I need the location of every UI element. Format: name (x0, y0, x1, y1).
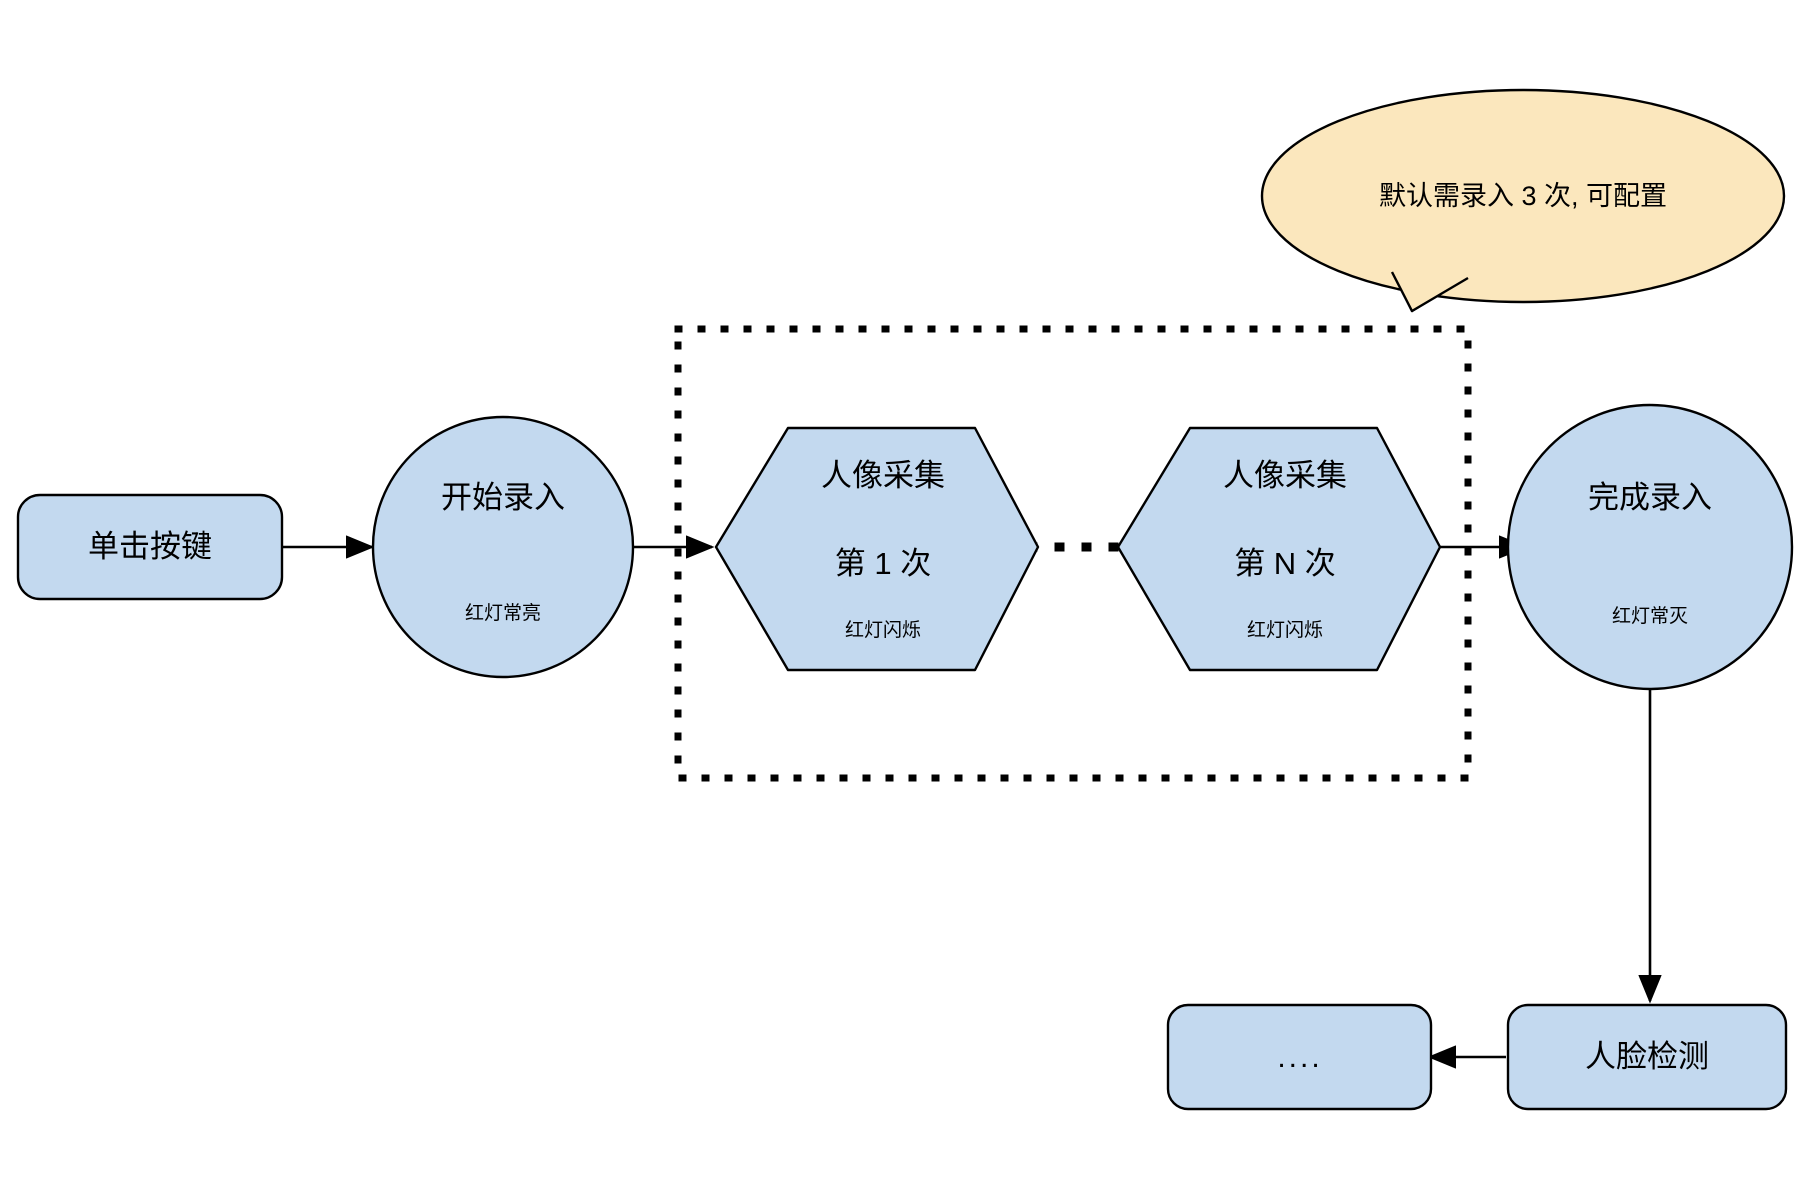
finish-enroll-shape[interactable] (1506, 403, 1794, 691)
capture-loop-group-frame (674, 325, 1472, 782)
capture-first-sublabel: 红灯闪烁 (845, 619, 921, 641)
capture-nth-shape[interactable] (1116, 426, 1442, 672)
node-capture-first[interactable]: 人像采集 第 1 次 红灯闪烁 (714, 426, 1040, 672)
capture-first-label-line2: 第 1 次 (835, 546, 931, 581)
node-click-button[interactable]: 单击按键 (16, 493, 284, 601)
callout-text: 默认需录入 3 次, 可配置 (1379, 181, 1667, 211)
callout-tail-outline (1390, 271, 1469, 313)
capture-first-shape[interactable] (714, 426, 1040, 672)
more-steps-shape[interactable] (1166, 1003, 1433, 1111)
capture-nth-label-line1: 人像采集 (1223, 458, 1347, 493)
node-face-detect[interactable]: 人脸检测 (1506, 1003, 1788, 1111)
node-capture-nth[interactable]: 人像采集 第 N 次 红灯闪烁 (1116, 426, 1442, 672)
callout-bubble-shape (1260, 88, 1786, 304)
more-steps-label: .... (1277, 1041, 1322, 1074)
start-enroll-shape[interactable] (371, 415, 635, 679)
node-start-enroll[interactable]: 开始录入 红灯常亮 (371, 415, 635, 679)
node-finish-enroll[interactable]: 完成录入 红灯常灭 (1506, 403, 1794, 691)
finish-enroll-label: 完成录入 (1588, 480, 1712, 515)
start-enroll-sublabel: 红灯常亮 (465, 602, 541, 624)
callout-default-enroll-count: 默认需录入 3 次, 可配置 (1260, 88, 1786, 313)
click-button-shape[interactable] (16, 493, 284, 601)
face-detect-shape[interactable] (1506, 1003, 1788, 1111)
capture-nth-sublabel: 红灯闪烁 (1247, 619, 1323, 641)
start-enroll-label: 开始录入 (441, 480, 565, 515)
capture-nth-label-line2: 第 N 次 (1234, 546, 1336, 581)
node-more-steps[interactable]: .... (1166, 1003, 1433, 1111)
face-detect-label: 人脸检测 (1585, 1039, 1709, 1074)
click-button-label: 单击按键 (88, 529, 212, 564)
capture-first-label-line1: 人像采集 (821, 458, 945, 493)
finish-enroll-sublabel: 红灯常灭 (1612, 605, 1688, 627)
